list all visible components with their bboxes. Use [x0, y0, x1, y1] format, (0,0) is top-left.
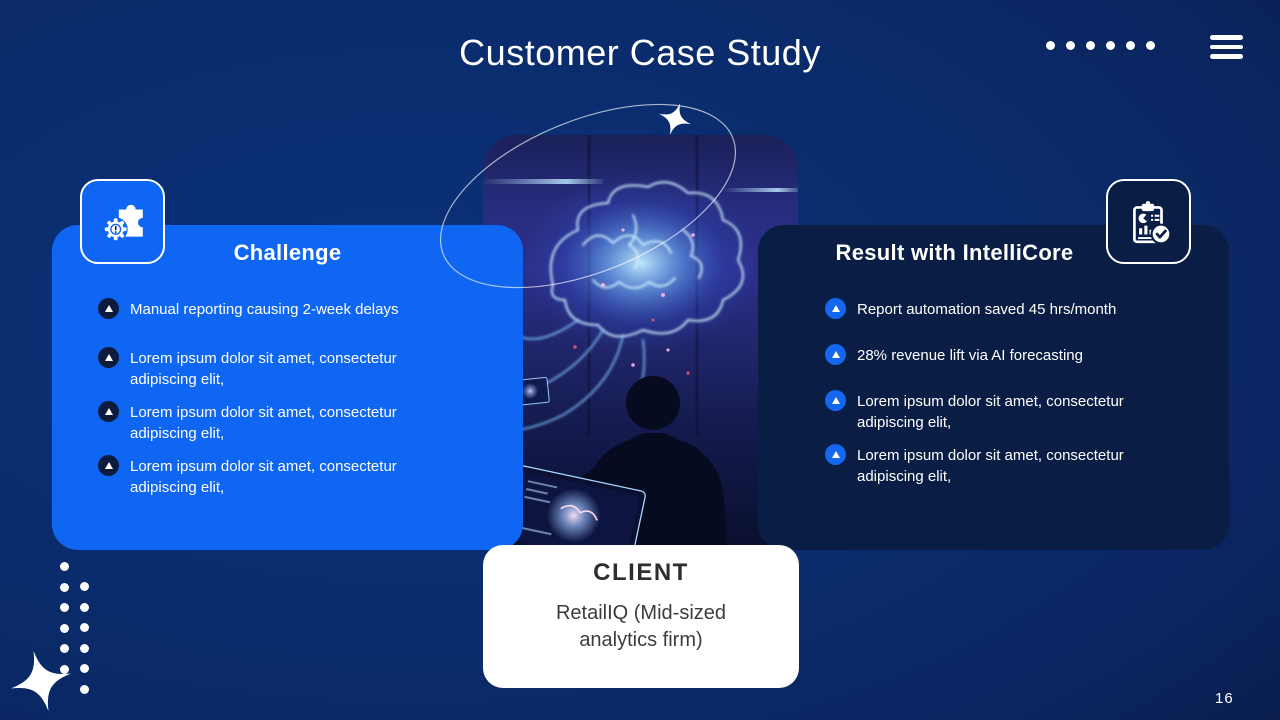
client-label: CLIENT: [593, 559, 689, 586]
list-item: Manual reporting causing 2-week delays: [98, 298, 405, 320]
result-panel: Result with IntelliCore Report automatio…: [758, 225, 1229, 550]
client-card: CLIENT RetailIQ (Mid-sized analytics fir…: [483, 545, 799, 688]
puzzle-gear-icon: [80, 179, 165, 264]
sparkle-icon: [10, 650, 72, 712]
list-item: 28% revenue lift via AI forecasting: [825, 344, 1131, 366]
dot-grid-ornament: [60, 562, 89, 694]
client-name: RetailIQ (Mid-sized analytics firm): [555, 602, 727, 651]
list-item: Report automation saved 45 hrs/month: [825, 298, 1131, 320]
triangle-bullet-icon: [98, 401, 119, 422]
ornament-dot: [1126, 41, 1135, 50]
ai-brain-image: [483, 135, 798, 559]
ornament-dot: [1046, 41, 1055, 50]
list-item: Lorem ipsum dolor sit amet, consectetur …: [98, 347, 405, 390]
ornament-dot: [1106, 41, 1115, 50]
header-dots-ornament: [1046, 41, 1155, 50]
triangle-bullet-icon: [825, 390, 846, 411]
triangle-bullet-icon: [825, 344, 846, 365]
triangle-bullet-icon: [98, 298, 119, 319]
sparkle-icon: [658, 102, 692, 136]
challenge-bullet-list: Manual reporting causing 2-week delays L…: [52, 298, 523, 509]
triangle-bullet-icon: [98, 347, 119, 368]
report-checklist-icon: [1106, 179, 1191, 264]
hamburger-menu-icon[interactable]: [1210, 35, 1243, 59]
ai-brain-illustration: [483, 135, 798, 559]
triangle-bullet-icon: [98, 455, 119, 476]
ornament-dot: [1086, 41, 1095, 50]
page-number: 16: [1215, 690, 1234, 707]
page-title: Customer Case Study: [459, 32, 821, 73]
result-bullet-list: Report automation saved 45 hrs/month 28%…: [758, 298, 1229, 498]
challenge-panel: Challenge Manual reporting causing 2-wee…: [52, 225, 523, 550]
ornament-dot: [1066, 41, 1075, 50]
ornament-dot: [1146, 41, 1155, 50]
triangle-bullet-icon: [825, 444, 846, 465]
list-item: Lorem ipsum dolor sit amet, consectetur …: [825, 390, 1131, 433]
list-item: Lorem ipsum dolor sit amet, consectetur …: [98, 401, 405, 444]
result-title: Result with IntelliCore: [835, 240, 1074, 265]
challenge-title: Challenge: [233, 240, 342, 265]
triangle-bullet-icon: [825, 298, 846, 319]
list-item: Lorem ipsum dolor sit amet, consectetur …: [825, 444, 1131, 487]
list-item: Lorem ipsum dolor sit amet, consectetur …: [98, 455, 405, 498]
